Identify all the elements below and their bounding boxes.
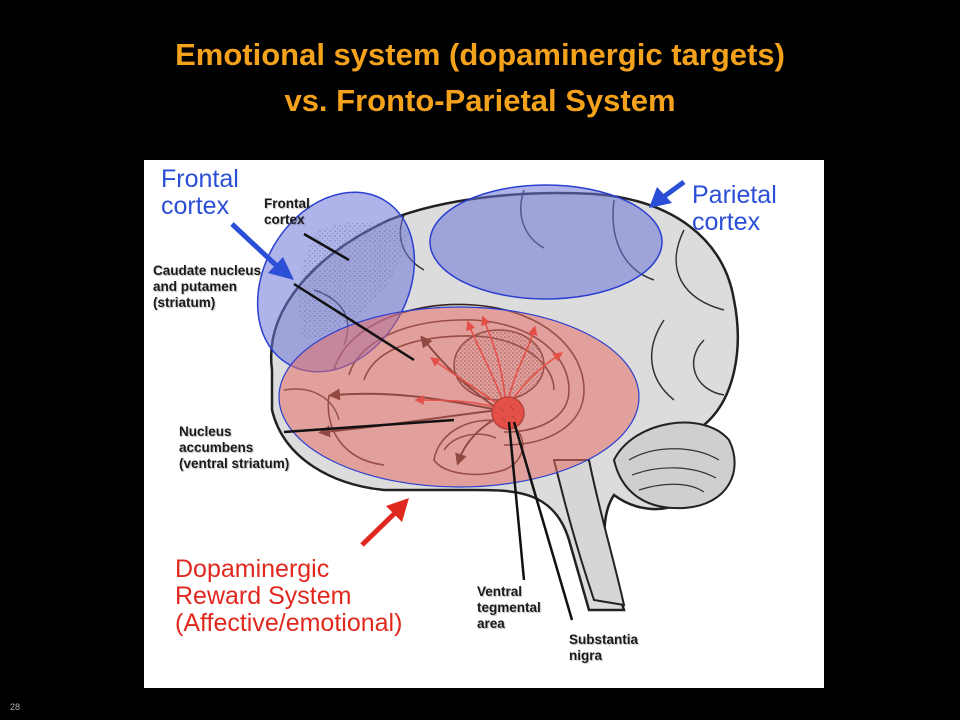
page-number: 28 bbox=[10, 702, 21, 712]
brain-illustration bbox=[230, 179, 739, 621]
cerebellum bbox=[612, 421, 736, 510]
ventral-tegmental-label: Ventral tegmental area bbox=[477, 584, 541, 631]
slide-title-line-1: Emotional system (dopaminergic targets) bbox=[175, 37, 785, 72]
parietal-cortex-label: Parietal cortex bbox=[692, 181, 777, 236]
brainstem bbox=[552, 459, 626, 607]
caudate-putamen-label: Caudate nucleus and putamen (striatum) bbox=[153, 263, 262, 310]
slide-title-line-2: vs. Fronto-Parietal System bbox=[284, 83, 676, 118]
reward-region bbox=[278, 306, 640, 488]
dopaminergic-reward-label: Dopaminergic Reward System (Affective/em… bbox=[175, 555, 403, 637]
frontal-cortex-small-label: Frontal cortex bbox=[264, 196, 310, 227]
parietal-cortex-arrow bbox=[649, 179, 686, 208]
substantia-nigra-label: Substantia nigra bbox=[569, 632, 639, 663]
frontal-cortex-label: Frontal cortex bbox=[161, 165, 239, 220]
nucleus-accumbens-label: Nucleus accumbens (ventral striatum) bbox=[179, 424, 290, 471]
brain-diagram: Frontal cortex Parietal cortex Dopaminer… bbox=[144, 160, 824, 688]
dopaminergic-arrow bbox=[360, 498, 409, 547]
frontal-cortex-arrow bbox=[230, 222, 294, 280]
parietal-region bbox=[429, 184, 663, 300]
